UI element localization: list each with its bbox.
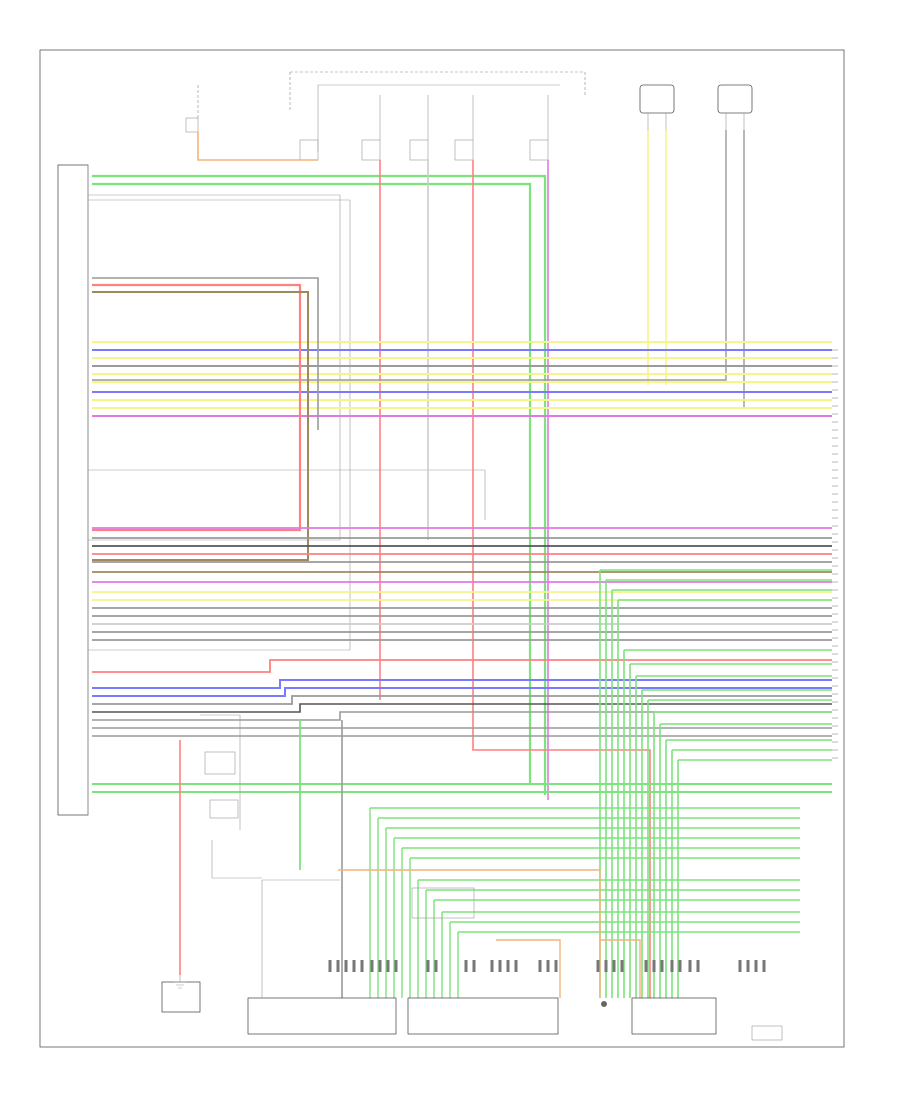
bottom-right-legend-box: [751, 1025, 783, 1041]
bracket-mid: [88, 199, 351, 651]
wire-green-bottom-fan-4: [401, 847, 800, 998]
connector-pin-icon: [336, 960, 340, 972]
connector-pin-icon: [612, 960, 616, 972]
connector-pin-icon: [426, 960, 430, 972]
bracket-inner: [88, 469, 486, 520]
connector-pin-icon: [652, 960, 656, 972]
wire-orange-drop-2: [496, 939, 561, 998]
connector-pin-icon: [620, 960, 624, 972]
connector-pin-icon: [644, 960, 648, 972]
splice-dot-icon: [601, 1001, 607, 1007]
wire-green-bottom-fan-3: [393, 837, 800, 998]
connector-pin-icon: [538, 960, 542, 972]
connector-pin-icon: [688, 960, 692, 972]
connector-pin-icon: [352, 960, 356, 972]
top-left-component: [185, 85, 199, 133]
wire-green-right-6: [635, 675, 832, 998]
left-module-strip: [57, 164, 89, 816]
wire-green-bottom-fan-8: [433, 899, 800, 998]
connector-pin-icon: [434, 960, 438, 972]
wire-green-bottom-fan-0: [369, 807, 800, 998]
connector-pin-icon: [746, 960, 750, 972]
top-right-sensors: [639, 84, 753, 130]
top-dashed-bus: [289, 71, 586, 112]
connector-pin-icon: [328, 960, 332, 972]
wire-red-bracket: [92, 283, 302, 532]
connector-pin-icon: [360, 960, 364, 972]
wire-blue-jog-2: [92, 687, 832, 697]
wire-grey-jog: [92, 695, 832, 705]
wire-green-right-1: [605, 579, 832, 998]
wire-green-right-11: [665, 739, 832, 998]
wire-green-top-1: [92, 174, 547, 795]
connector-pin-icon: [696, 960, 700, 972]
ground-symbol-icon: [174, 975, 186, 989]
connector-pin-icon: [378, 960, 382, 972]
wire-green-bottom-fan-6: [417, 879, 800, 998]
wire-green-right-4: [623, 649, 832, 998]
connector-pin-icon: [464, 960, 468, 972]
wire-red-fuse-2: [472, 160, 651, 998]
connector-pin-icon: [506, 960, 510, 972]
wire-green-right-5: [629, 663, 832, 998]
wire-green-bottom-fan-11: [457, 931, 800, 998]
connector-pin-icon: [546, 960, 550, 972]
wire-red-jog: [92, 659, 832, 673]
connector-pin-icon: [754, 960, 758, 972]
wire-green-bottom-fan-10: [449, 921, 800, 998]
connector-pin-icon: [514, 960, 518, 972]
connector-pin-icon: [604, 960, 608, 972]
connector-pin-icon: [554, 960, 558, 972]
wire-green-bottom-fan-9: [441, 911, 800, 998]
connector-pin-icon: [394, 960, 398, 972]
wire-orange-drop: [338, 869, 601, 998]
wire-grey-sensor-1: [92, 130, 727, 381]
connector-pin-icon: [670, 960, 674, 972]
connector-pin-icon: [678, 960, 682, 972]
connector-pin-icon: [596, 960, 600, 972]
wire-green-bottom-fan-2: [385, 827, 800, 998]
connector-pin-icon: [472, 960, 476, 972]
connector-pin-icon: [660, 960, 664, 972]
wire-green-right-7: [641, 689, 832, 998]
bottom-connector-pins: [328, 960, 766, 972]
wire-black-jog: [92, 703, 832, 713]
wire-green-right-2: [611, 589, 832, 998]
fuse-block-group: [299, 84, 560, 161]
wire-orange-drop-3: [600, 939, 641, 998]
bracket-upper: [88, 194, 341, 541]
wire-bundle: [92, 130, 832, 998]
page-frame: [39, 49, 845, 1048]
wire-green-right-8: [647, 699, 832, 998]
wire-green-bottom-fan-7: [425, 889, 800, 998]
wire-brown-bracket: [92, 291, 309, 561]
wire-green-top-2: [92, 182, 532, 785]
connector-pin-icon: [738, 960, 742, 972]
wire-grey-jog-2: [92, 711, 832, 721]
wire-green-bottom-fan-1: [377, 817, 800, 998]
wire-green-right-12: [671, 749, 832, 998]
wire-green-right-10: [659, 723, 832, 998]
wire-grey-bracket: [92, 277, 319, 430]
wire-green-right-9: [653, 711, 832, 998]
connector-pin-icon: [344, 960, 348, 972]
connector-pin-icon: [490, 960, 494, 972]
wire-orange-fuse: [197, 132, 318, 161]
wire-blue-jog-1: [92, 679, 832, 689]
connector-pin-icon: [386, 960, 390, 972]
wire-green-right-13: [677, 759, 832, 998]
connector-pin-icon: [370, 960, 374, 972]
wire-green-bottom-fan-5: [409, 857, 800, 998]
connector-pin-icon: [498, 960, 502, 972]
bottom-components: [161, 714, 717, 1035]
connector-pin-icon: [762, 960, 766, 972]
right-edge-ticks: [832, 349, 838, 759]
